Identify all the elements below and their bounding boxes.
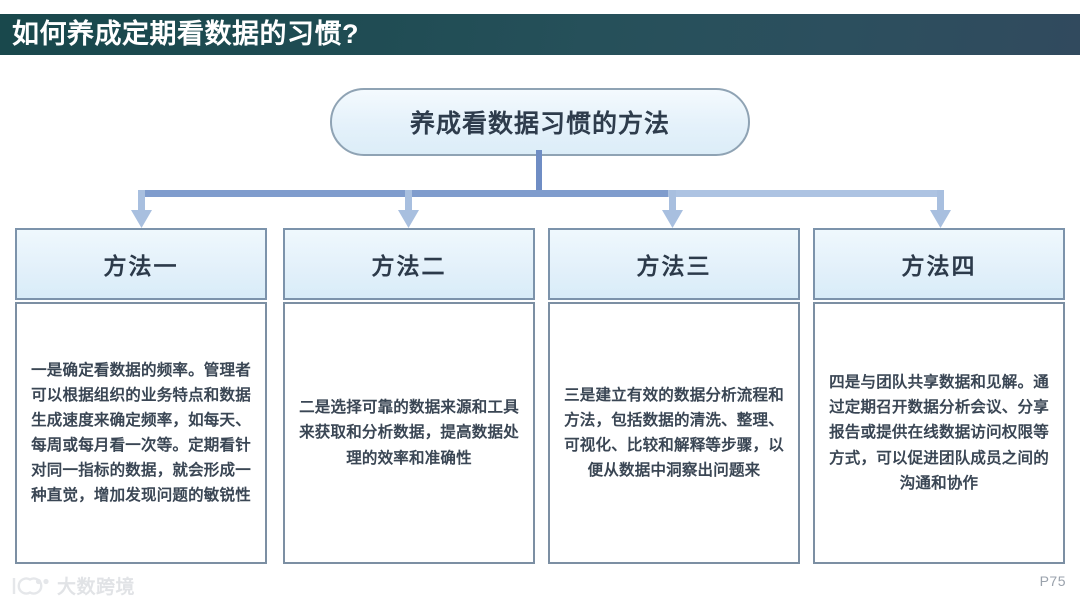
method-card-3-text: 三是建立有效的数据分析流程和方法，包括数据的清洗、整理、可视化、比较和解释等步骤… <box>564 386 784 480</box>
connector-bus-dark <box>140 190 675 197</box>
method-card-3-header: 方法三 <box>548 228 800 300</box>
method-card-1-text: 一是确定看数据的频率。管理者可以根据组织的业务特点和数据生成速度来确定频率，如每… <box>31 361 251 505</box>
method-card-1-header: 方法一 <box>15 228 267 300</box>
method-card-2-body: 二是选择可靠的数据来源和工具来获取和分析数据，提高数据处理的效率和准确性 <box>283 302 535 564</box>
method-cards: 方法一 一是确定看数据的频率。管理者可以根据组织的业务特点和数据生成速度来确定频… <box>0 228 1080 564</box>
method-card-3-title: 方法三 <box>636 253 712 279</box>
connector-arrow-2 <box>398 190 419 228</box>
method-card-3: 方法三 三是建立有效的数据分析流程和方法，包括数据的清洗、整理、可视化、比较和解… <box>548 228 800 564</box>
method-card-4: 方法四 四是与团队共享数据和见解。通过定期召开数据分析会议、分享报告或提供在线数… <box>813 228 1065 564</box>
brand-mark-icon <box>12 576 49 595</box>
title-banner: 如何养成定期看数据的习惯? <box>0 14 1080 55</box>
method-card-4-body: 四是与团队共享数据和见解。通过定期召开数据分析会议、分享报告或提供在线数据访问权… <box>813 302 1065 564</box>
method-card-2-header: 方法二 <box>283 228 535 300</box>
page-number: P75 <box>1039 573 1066 589</box>
method-card-3-body: 三是建立有效的数据分析流程和方法，包括数据的清洗、整理、可视化、比较和解释等步骤… <box>548 302 800 564</box>
root-node: 养成看数据习惯的方法 <box>330 88 750 156</box>
method-card-2-title: 方法二 <box>371 253 447 279</box>
root-node-label: 养成看数据习惯的方法 <box>409 110 670 138</box>
method-card-1-body: 一是确定看数据的频率。管理者可以根据组织的业务特点和数据生成速度来确定频率，如每… <box>15 302 267 564</box>
method-card-4-text: 四是与团队共享数据和见解。通过定期召开数据分析会议、分享报告或提供在线数据访问权… <box>829 374 1049 492</box>
connector-stem <box>536 150 542 196</box>
method-card-1: 方法一 一是确定看数据的频率。管理者可以根据组织的业务特点和数据生成速度来确定频… <box>15 228 267 564</box>
method-card-4-header: 方法四 <box>813 228 1065 300</box>
watermark-logo: 大数跨境 <box>10 572 135 599</box>
method-card-2: 方法二 二是选择可靠的数据来源和工具来获取和分析数据，提高数据处理的效率和准确性 <box>283 228 535 564</box>
method-card-4-title: 方法四 <box>901 253 977 279</box>
method-card-2-text: 二是选择可靠的数据来源和工具来获取和分析数据，提高数据处理的效率和准确性 <box>299 399 519 467</box>
connector-arrow-4 <box>930 190 951 228</box>
page-title: 如何养成定期看数据的习惯? <box>12 19 359 49</box>
connector-bus-light <box>668 190 944 197</box>
connector-arrow-1 <box>131 190 152 228</box>
method-card-1-title: 方法一 <box>103 253 179 279</box>
connector-lines <box>131 150 951 228</box>
watermark-text: 大数跨境 <box>57 577 136 598</box>
connector-arrow-3 <box>662 190 683 228</box>
